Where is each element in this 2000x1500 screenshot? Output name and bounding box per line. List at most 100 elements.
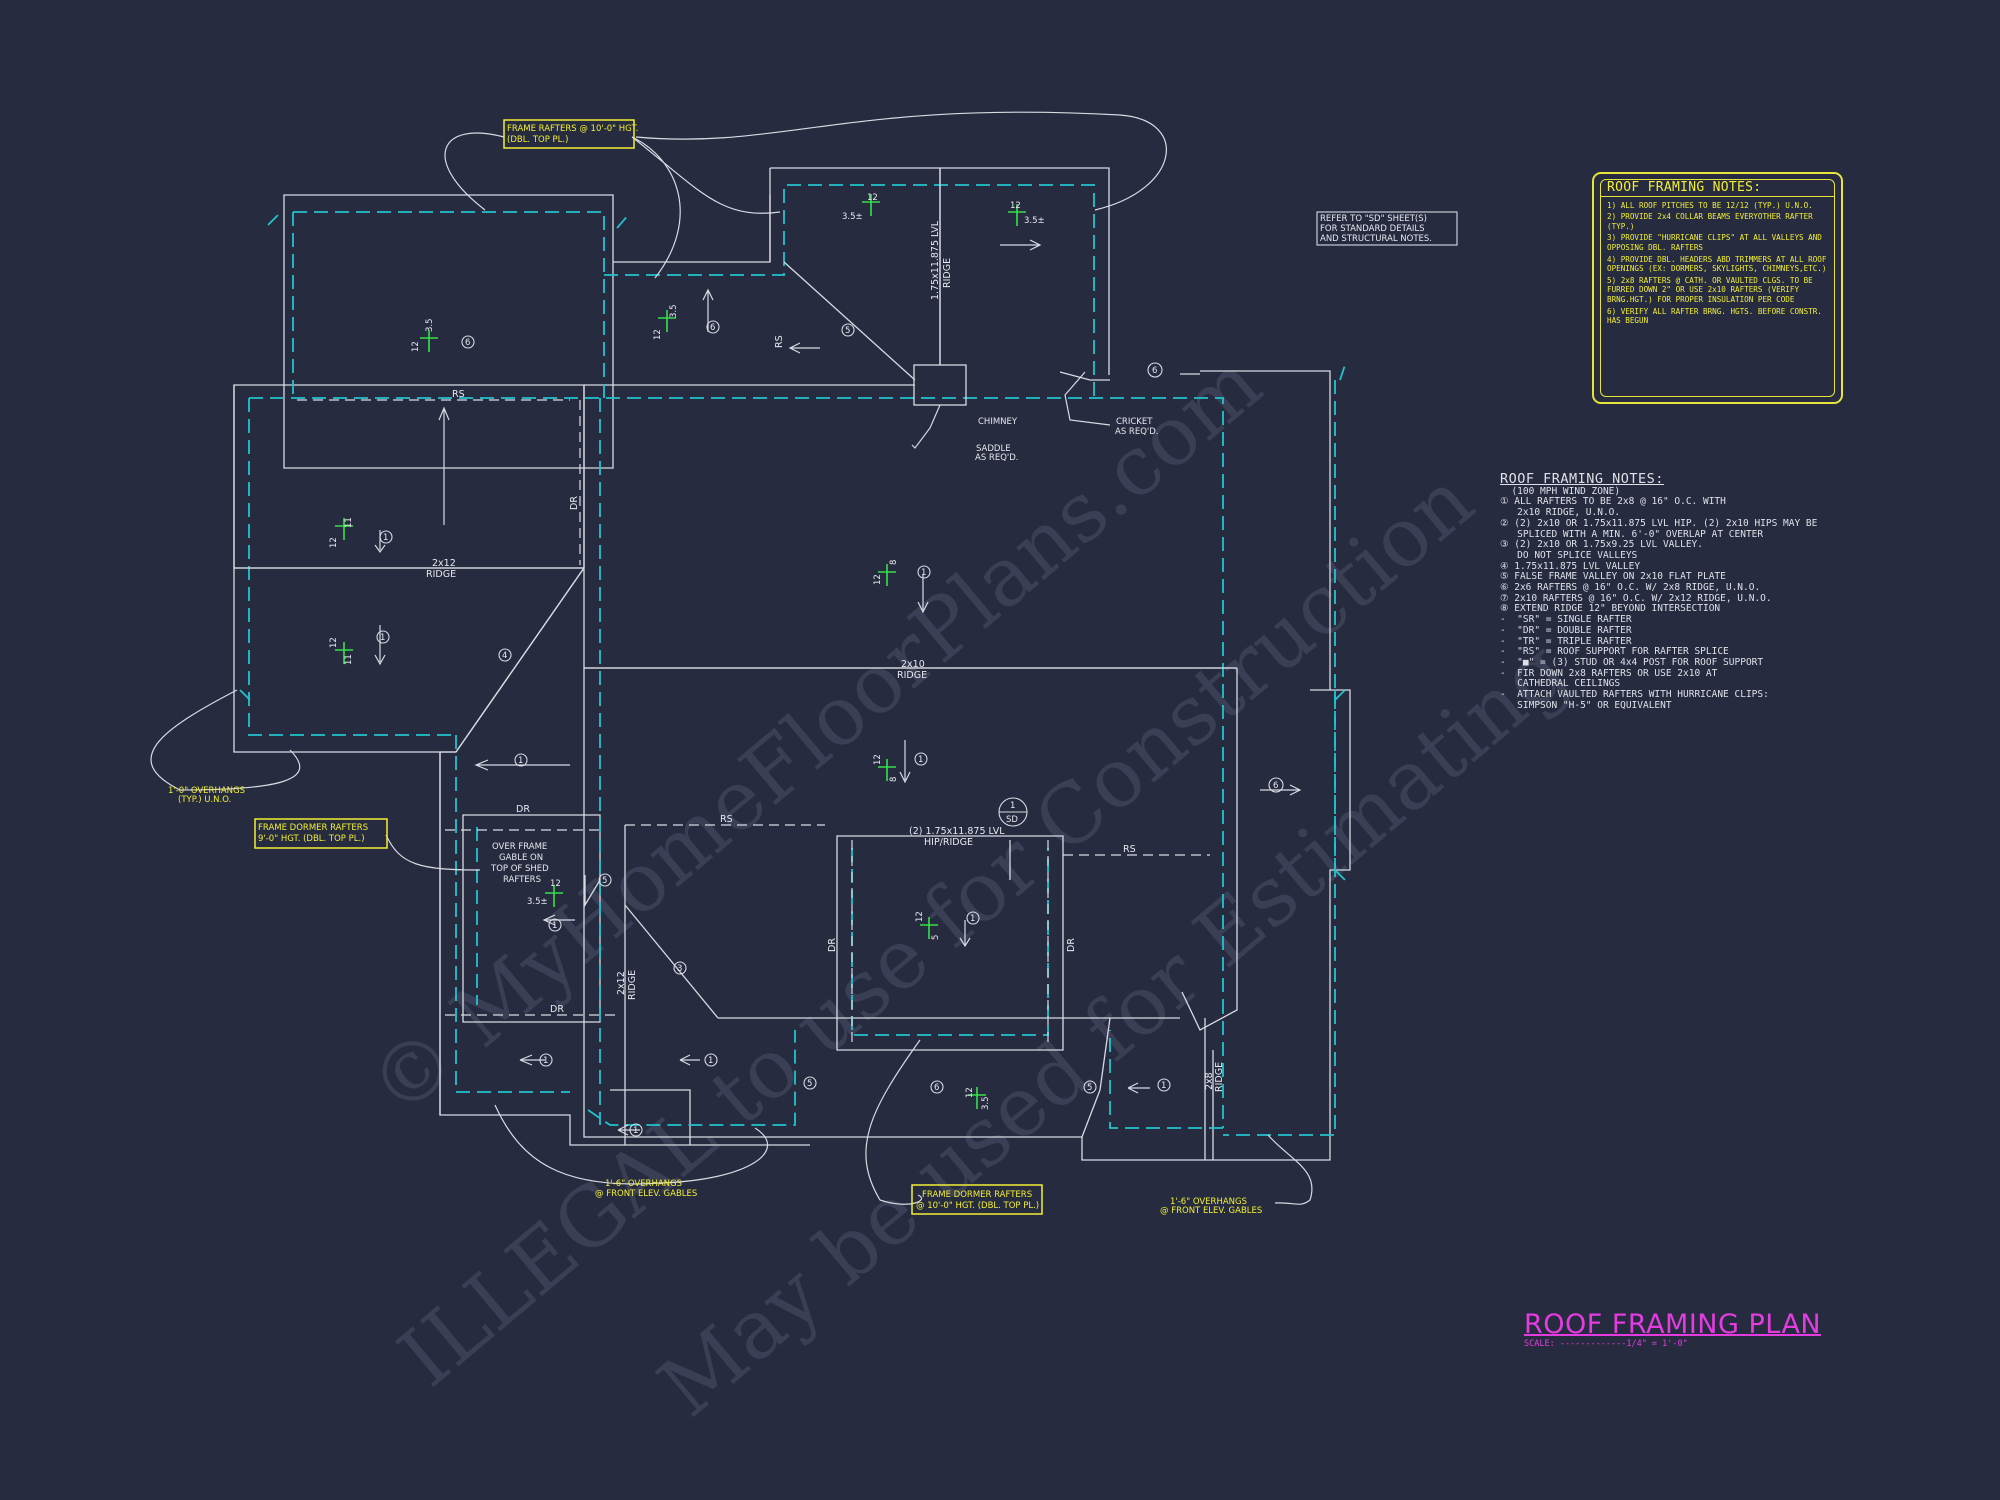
callout-text: FRAME DORMER RAFTERS: [922, 1190, 1032, 1200]
pitch-rise: 11: [344, 517, 354, 528]
notes-legend-heading: ROOF FRAMING NOTES:: [1500, 471, 1664, 487]
marker-5: 5: [1087, 1083, 1092, 1093]
lvl-ridge-word: RIDGE: [942, 258, 953, 288]
callout-text-2: @ FRONT ELEV. GABLES: [1160, 1206, 1262, 1216]
marker-6: 6: [934, 1083, 939, 1093]
notes-legend-line: - "SR" = SINGLE RAFTER: [1500, 614, 1632, 626]
notes-box-item: 1) ALL ROOF PITCHES TO BE 12/12 (TYP.) U…: [1607, 200, 1813, 210]
callout-text-2: @ FRONT ELEV. GABLES: [595, 1189, 697, 1199]
marker-6: 6: [1273, 781, 1278, 791]
pitch-rise: 5: [931, 935, 941, 940]
refer-text-2: FOR STANDARD DETAILS: [1320, 224, 1425, 234]
marker-5: 5: [807, 1079, 812, 1089]
notes-legend-line: 2x10 RIDGE, U.N.O.: [1500, 507, 1621, 519]
callout-text: FRAME RAFTERS @ 10'-0" HGT.: [507, 124, 638, 134]
callout-text: 1'-6" OVERHANGS: [605, 1179, 682, 1189]
callout-text: FRAME DORMER RAFTERS: [258, 823, 368, 833]
pitch-run: 12: [550, 879, 561, 889]
rs-label: RS: [774, 335, 785, 348]
pitch-run: 12: [873, 754, 883, 765]
refer-text: REFER TO "SD" SHEET(S): [1320, 214, 1427, 224]
ridge-word: RIDGE: [627, 970, 638, 1000]
rs-label: RS: [720, 814, 733, 825]
over-frame-label-3: TOP OF SHED: [490, 864, 549, 874]
marker-3: 3: [677, 964, 682, 974]
notes-legend-line: - "TR" = TRIPLE RAFTER: [1500, 635, 1632, 647]
roof-framing-notes-box: ROOF FRAMING NOTES: 1) ALL ROOF PITCHES …: [1592, 172, 1843, 404]
roof-framing-notes-legend: ROOF FRAMING NOTES: (100 MPH WIND ZONE) …: [1500, 471, 1860, 711]
drawing-scale: SCALE: -------------1/4" = 1'-0": [1524, 1339, 1688, 1349]
notes-legend-line: SPLICED WITH A MIN. 6'-0" OVERLAP AT CEN…: [1500, 528, 1764, 540]
drawing-title: ROOF FRAMING PLAN: [1524, 1309, 1822, 1340]
marker-1: 1: [970, 914, 975, 924]
callout-dormer-left: FRAME DORMER RAFTERS 9'-0" HGT. (DBL. TO…: [254, 818, 388, 849]
marker-5: 5: [845, 326, 850, 336]
dr-label: DR: [516, 804, 530, 815]
marker-1: 1: [921, 568, 926, 578]
rs-label: RS: [452, 389, 465, 400]
corner-ticks: [239, 212, 1346, 881]
roof-outline: [233, 167, 1351, 1161]
lvl-ridge-label: 1.75x11.875 LVL: [930, 220, 941, 300]
ridge-word: RIDGE: [1214, 1062, 1225, 1092]
ridge-size-2x10: 2x10: [901, 659, 925, 670]
notes-legend-line: - FIR DOWN 2x8 RAFTERS OR USE 2x10 AT: [1500, 667, 1718, 679]
pitch-run: 12: [873, 574, 883, 585]
notes-legend-line: ② (2) 2x10 OR 1.75x11.875 LVL HIP. (2) 2…: [1500, 517, 1818, 529]
leader-lines: [150, 111, 1313, 1205]
rs-label: RS: [1123, 844, 1136, 855]
notes-box-item: 3) PROVIDE "HURRICANE CLIPS" AT ALL VALL…: [1607, 233, 1822, 252]
notes-legend-line: CATHEDRAL CEILINGS: [1500, 678, 1621, 690]
pitch-rise: 11: [344, 654, 354, 665]
marker-5: 5: [602, 876, 607, 886]
pitch-rise: 8: [889, 777, 899, 782]
over-frame-label: OVER FRAME: [492, 842, 547, 852]
dr-label: DR: [550, 1004, 564, 1015]
drawing-title-block: ROOF FRAMING PLAN SCALE: -------------1/…: [1524, 1309, 1821, 1349]
notes-legend-line: - ATTACH VAULTED RAFTERS WITH HURRICANE …: [1500, 689, 1769, 701]
pitch-run: 12: [867, 193, 878, 203]
marker-1: 1: [1161, 1081, 1166, 1091]
over-frame-label-2: GABLE ON: [499, 853, 543, 863]
pitch-run: 12: [329, 537, 339, 548]
pitch-run: 12: [1010, 201, 1021, 211]
marker-1: 1: [918, 755, 923, 765]
ridge-word: RIDGE: [426, 569, 456, 580]
saddle-label-2: AS REQ'D.: [975, 453, 1018, 463]
span-arrows: [374, 239, 1302, 1136]
callout-text: 1'-0" OVERHANGS: [168, 786, 245, 796]
notes-legend-line: DO NOT SPLICE VALLEYS: [1500, 549, 1638, 561]
pitch-run: 12: [411, 341, 421, 352]
callout-overhang-front-b: 1'-6" OVERHANGS @ FRONT ELEV. GABLES: [1160, 1197, 1262, 1216]
ridge-word: RIDGE: [897, 670, 927, 681]
callout-dormer-bottom: FRAME DORMER RAFTERS @ 10'-0" HGT. (DBL.…: [911, 1184, 1043, 1215]
cricket-label-2: AS REQ'D.: [1115, 427, 1158, 437]
marker-6: 6: [710, 323, 715, 333]
dr-label: DR: [1066, 938, 1077, 952]
callout-frame-rafters-top: FRAME RAFTERS @ 10'-0" HGT. (DBL. TOP PL…: [503, 119, 638, 149]
notes-legend-line: - "DR" = DOUBLE RAFTER: [1500, 624, 1632, 636]
notes-legend-line: (100 MPH WIND ZONE): [1500, 485, 1621, 497]
pitch-run: 12: [329, 637, 339, 648]
pitch-rise: 3.5: [981, 1096, 991, 1110]
notes-legend-line: ⑥ 2x6 RAFTERS @ 16" O.C. W/ 2x8 RIDGE, U…: [1500, 582, 1761, 594]
pitch-run: 12: [653, 329, 663, 340]
over-frame-label-4: RAFTERS: [503, 875, 541, 885]
marker-1: 1: [708, 1056, 713, 1066]
note-markers: 6 6 5 6 1 1 4 1 1 1 5 1 1 3 1 1 5 6 5 1 …: [376, 320, 1284, 1137]
marker-6: 6: [1152, 366, 1157, 376]
refer-text-3: AND STRUCTURAL NOTES.: [1320, 234, 1432, 244]
callout-text-2: (TYP.) U.N.O.: [178, 795, 231, 805]
pitch-run: 12: [965, 1087, 975, 1098]
callout-text-2: @ 10'-0" HGT. (DBL. TOP PL.): [916, 1201, 1039, 1211]
pitch-rise: 3.5±: [527, 897, 548, 907]
notes-legend-line: - "RS" = ROOF SUPPORT FOR RAFTER SPLICE: [1500, 646, 1729, 658]
ridge-size-2x12: 2x12: [616, 971, 627, 995]
callout-overhang-left: 1'-0" OVERHANGS (TYP.) U.N.O.: [168, 786, 245, 805]
notes-legend-line: ⑧ EXTEND RIDGE 12" BEYOND INTERSECTION: [1500, 603, 1721, 615]
pitch-rise: 3.5±: [1024, 216, 1045, 226]
pitch-labels: 12 3.5 12 3.5 3.5± 12 12 3.5± 12 11 12 1…: [329, 193, 1045, 1110]
pitch-run: 12: [915, 911, 925, 922]
notes-legend-line: ① ALL RAFTERS TO BE 2x8 @ 16" O.C. WITH: [1500, 496, 1726, 508]
